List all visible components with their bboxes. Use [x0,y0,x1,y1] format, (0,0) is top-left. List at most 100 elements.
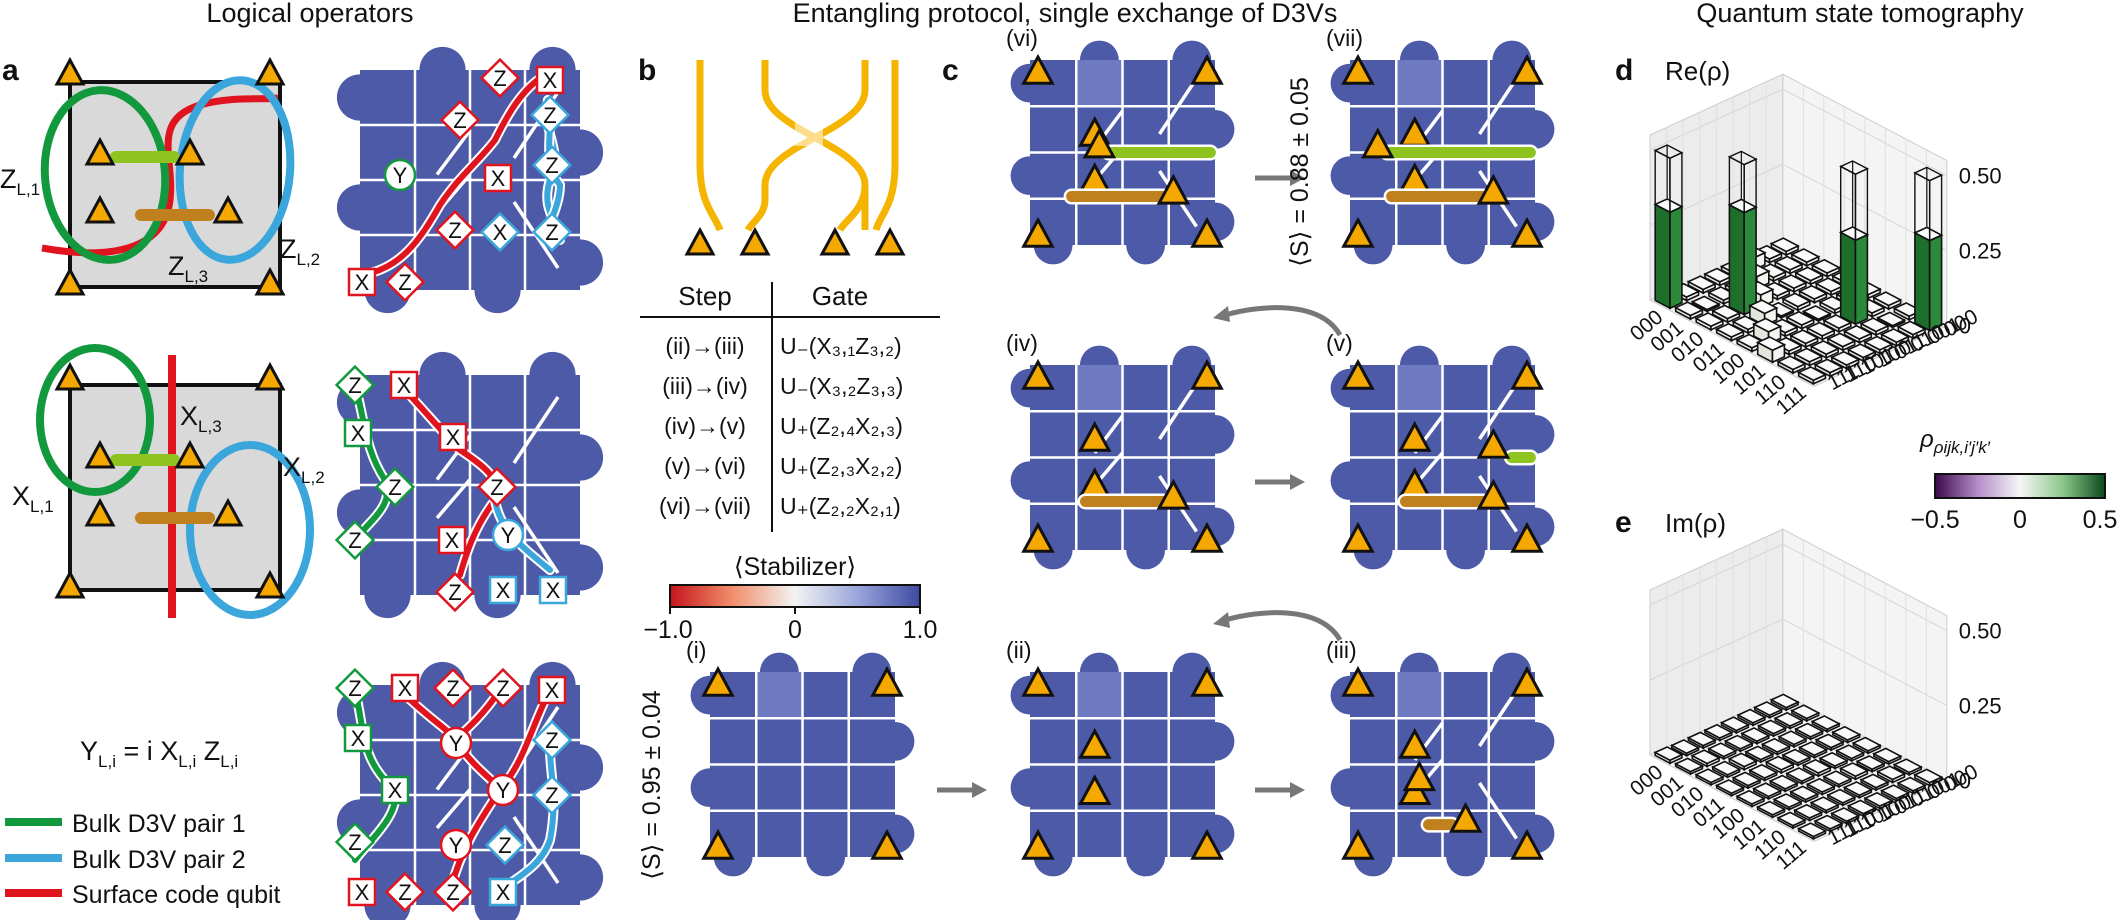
pauli-tag: Z [348,830,361,855]
lattice-cell [1076,198,1123,245]
boundary-plaquette [1399,345,1439,365]
lattice-step-vi [1010,40,1235,265]
rho-bar [1842,324,1874,344]
rho-bar [1805,777,1837,796]
lattice-cell [756,810,803,857]
boundary-plaquette [1330,768,1350,808]
label-z-l3: ZL,3 [168,251,208,286]
rho-bar [1892,758,1923,777]
boundary-plaquette [336,184,360,231]
lattice-cell [360,540,415,595]
rho-bar [1772,793,1803,811]
vertex-marker [701,665,735,697]
rho-colorbar-tick-max: 0.5 [2083,506,2118,534]
z-tick: 0 [1959,314,1971,339]
pauli-tag: Y [501,523,516,548]
boundary-plaquette [1215,814,1235,854]
colorbar-title: ⟨Stabilizer⟩ [734,553,856,581]
rho-bar [1789,329,1820,349]
boundary-plaquette [1079,40,1119,60]
boundary-plaquette [580,854,604,901]
rho-bar [1826,788,1857,807]
vertex-marker [1341,53,1375,85]
rho-bar [1913,768,1944,787]
boundary-plaquette [1535,814,1555,854]
rho-bar [1810,258,1841,278]
lattice-cell [1030,106,1077,153]
lattice-cell [1076,60,1123,107]
rho-bar [1797,741,1829,759]
lattice-cell [1442,365,1489,412]
step-label-vi: (vi) [1006,25,1038,51]
schematic-x-operators: XL,1 XL,3 XL,2 [12,344,325,619]
re-rho-title: Re(ρ) [1665,56,1730,86]
rho-bar [1703,723,1734,742]
pauli-tag: X [398,676,413,701]
z-tick: 0 [1959,769,1971,794]
step-label-ii: (ii) [1006,637,1032,663]
pauli-tag: Z [490,475,503,500]
pauli-tag: X [493,220,508,245]
rho-bar [1653,746,1684,765]
pauli-tag: Z [388,475,401,500]
rho-bar [1768,774,1799,793]
boundary-plaquette [1033,245,1073,265]
lattice-cell [756,718,803,765]
pauli-tag: X [496,880,511,905]
vertex-marker [1021,828,1055,860]
lattice-cell [1168,764,1215,811]
lattice-cell [1168,718,1215,765]
lattice-cell [1442,672,1489,719]
lattice-cell [1076,365,1123,412]
boundary-plaquette [1033,550,1073,570]
vertex-marker [1156,478,1191,510]
panel-label-a: a [2,54,19,87]
boundary-plaquette [580,744,604,791]
lattice-cell [1396,503,1443,550]
rho-bar [1801,758,1833,778]
lattice-cell [1122,60,1169,107]
rho-bar [1751,782,1783,801]
vertex-marker [1021,665,1055,697]
rho-bar [1736,708,1767,727]
lattice-cell [1350,718,1397,765]
rho-bar [1879,328,1911,348]
boundary-plaquette [364,595,411,619]
rho-bar [1686,275,1717,295]
rho-bar [1859,773,1890,792]
rho-bar [1896,776,1927,795]
lattice-cell [1122,365,1169,412]
boundary-plaquette [1215,414,1235,454]
boundary-plaquette [1399,40,1439,60]
label-z-l1: ZL,1 [0,164,40,199]
boundary-plaquette [1353,245,1393,265]
pauli-tag: Z [545,728,558,753]
lattice-cell [1350,764,1397,811]
rho-bar [1673,301,1705,321]
rho-bar [1796,822,1828,841]
rho-bar [1769,693,1800,712]
table-step-cell: (vi)→(vii) [659,493,751,519]
rho-bar [1790,704,1821,723]
table-step-cell: (v)→(vi) [664,453,746,479]
boundary-plaquette [690,768,710,808]
colorbar-tick-max: 1.0 [903,616,938,644]
im-rho-title: Im(ρ) [1665,508,1726,538]
boundary-plaquette [364,905,411,920]
label-x-l1: XL,1 [12,481,54,516]
vertex-marker [1190,828,1224,860]
pauli-tag: X [446,425,461,450]
boundary-plaquette [1535,202,1555,242]
table-step-cell: (iii)→(iv) [662,373,748,399]
rho-bar [1846,343,1878,363]
rho-bar [1830,807,1861,825]
pauli-tag: Z [545,220,558,245]
lattice-cell [1122,764,1169,811]
boundary-plaquette [1126,245,1166,265]
table-gate-cell: U₋(X₃,₂Z₃,₃) [780,373,903,399]
vertex-marker [1341,665,1375,697]
rho-bar [1813,358,1844,378]
rho-colorbar-label: ρρijk,i′j′k′ [1919,426,1991,457]
